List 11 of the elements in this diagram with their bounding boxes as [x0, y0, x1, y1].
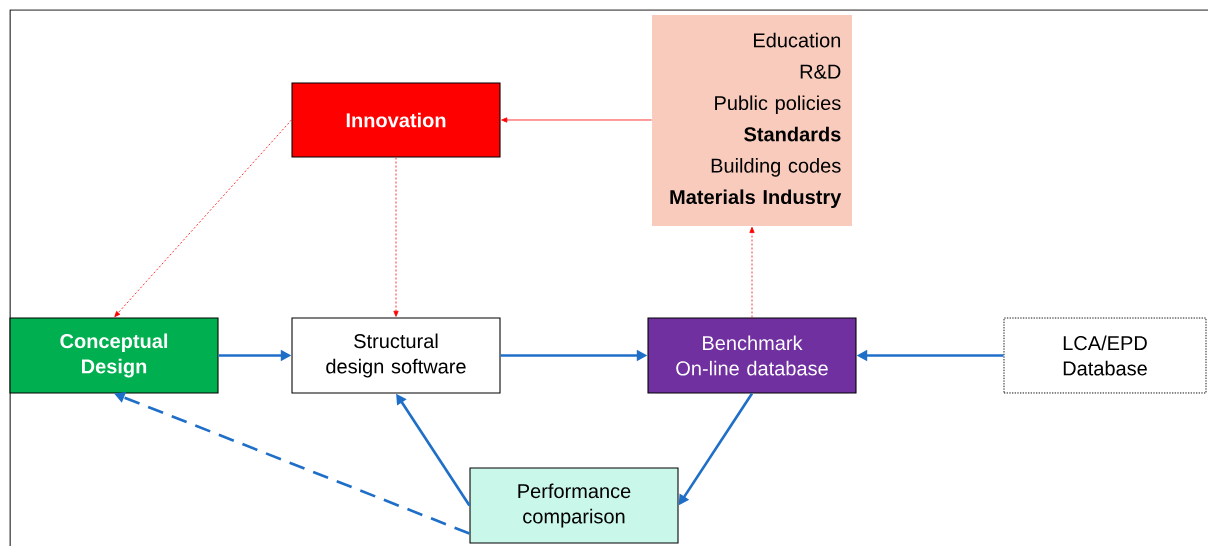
process-box: Performance comparison	[469, 467, 679, 544]
arrow	[501, 117, 653, 123]
arrow	[114, 119, 292, 318]
process-box: Structural design software	[291, 317, 501, 394]
process-box: Conceptual Design	[9, 317, 219, 394]
process-box: Innovation	[291, 82, 501, 158]
process-box: Benchmark On-line database	[647, 317, 857, 394]
arrow	[749, 226, 755, 318]
list-box: Education R&D Public policies Standards Building codes Materials Industry	[652, 15, 852, 226]
process-box: LCA/EPD Database	[1003, 317, 1207, 394]
arrow	[393, 157, 399, 317]
